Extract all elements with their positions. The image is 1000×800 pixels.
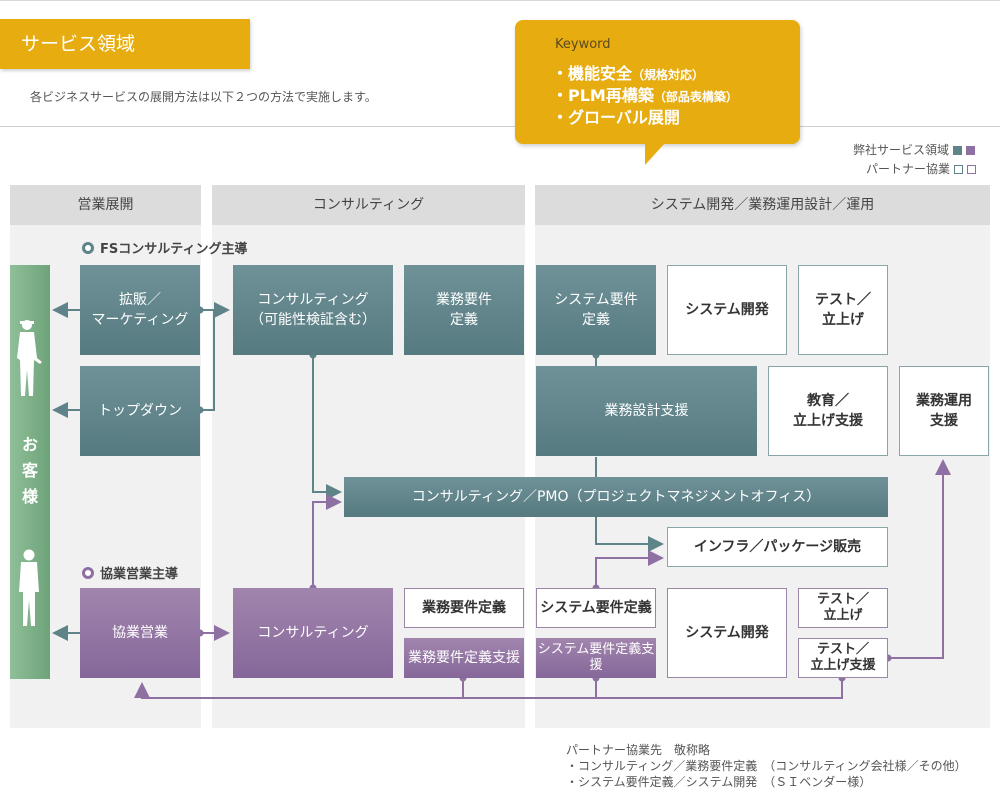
box-gyomu-youken-partner: 業務要件定義	[404, 588, 524, 628]
section-label-fs-text: FSコンサルティング主導	[100, 242, 248, 257]
box-infra-package: インフラ／パッケージ販売	[667, 527, 888, 567]
box-ops-support: 業務運用 支援	[899, 366, 989, 456]
box-pmo: コンサルティング／PMO（プロジェクトマネジメントオフィス）	[344, 477, 888, 517]
legend-partner-label: パートナー協業	[866, 162, 951, 176]
purple-ring-icon	[82, 567, 94, 579]
keyword-heading: Keyword	[555, 37, 611, 52]
box-education: 教育／ 立上げ支援	[768, 366, 888, 456]
purple-outline-swatch-icon	[967, 165, 977, 174]
partner-notes: パートナー協業先 敬称略 ・コンサルティング／業務要件定義 （コンサルティング会…	[566, 743, 967, 789]
keyword-item-main: ・機能安全	[552, 64, 633, 83]
keyword-callout: Keyword ・機能安全（規格対応） ・PLM再構築（部品表構築） ・グローバ…	[515, 20, 800, 144]
column-header-sales: 営業展開	[10, 185, 201, 225]
box-test-support-partner: テスト／ 立上げ支援	[798, 638, 888, 678]
column-header-system: システム開発／業務運用設計／運用	[535, 185, 990, 225]
customer-figure-2-icon	[19, 549, 39, 626]
teal-outline-swatch-icon	[954, 165, 964, 174]
box-system-youken-fs: システム要件 定義	[536, 265, 656, 355]
page-title: サービス領域	[0, 19, 250, 69]
customer-label: お 客 様	[21, 435, 38, 506]
box-design-support: 業務設計支援	[536, 366, 757, 456]
box-gyomu-support-partner: 業務要件定義支援	[404, 638, 524, 678]
box-gyomu-youken-fs: 業務要件 定義	[404, 265, 524, 355]
box-consulting-fs: コンサルティング （可能性検証含む）	[233, 265, 393, 355]
keyword-item: ・PLM再構築（部品表構築）	[552, 82, 738, 106]
top-divider	[0, 0, 1000, 1]
section-label-partner-text: 協業営業主導	[100, 567, 179, 582]
keyword-item-main: ・PLM再構築	[552, 86, 654, 105]
box-system-support-partner: システム要件定義支援	[536, 638, 656, 678]
box-test-partner: テスト／ 立上げ	[798, 588, 888, 628]
purple-swatch-icon	[966, 146, 976, 155]
box-system-dev-partner: システム開発	[667, 588, 787, 678]
box-kyogyo-sales: 協業営業	[80, 588, 200, 678]
keyword-item-sub: （部品表構築）	[653, 90, 738, 104]
teal-swatch-icon	[953, 146, 963, 155]
customer-figure-1-icon	[17, 320, 42, 396]
teal-ring-icon	[82, 242, 94, 254]
page-subtitle: 各ビジネスサービスの展開方法は以下２つの方法で実施します。	[30, 90, 377, 104]
column-header-consulting: コンサルティング	[212, 185, 525, 225]
keyword-item-main: ・グローバル展開	[552, 108, 680, 127]
legend-ours: 弊社サービス領域	[853, 141, 976, 158]
keyword-item: ・グローバル展開	[552, 104, 680, 128]
box-test-fs: テスト／ 立上げ	[798, 265, 888, 355]
box-system-dev-fs: システム開発	[667, 265, 787, 355]
legend-partner: パートナー協業	[866, 160, 977, 177]
box-system-youken-partner: システム要件定義	[536, 588, 656, 628]
legend-ours-label: 弊社サービス領域	[853, 143, 950, 157]
keyword-item: ・機能安全（規格対応）	[552, 60, 704, 84]
keyword-item-sub: （規格対応）	[632, 68, 705, 82]
section-label-fs: FSコンサルティング主導	[82, 238, 247, 257]
box-consulting-partner: コンサルティング	[233, 588, 393, 678]
box-topdown: トップダウン	[80, 366, 200, 456]
box-kakuhan-marketing: 拡販／ マーケティング	[80, 265, 200, 355]
section-label-partner: 協業営業主導	[82, 563, 178, 582]
callout-tail	[645, 143, 665, 165]
